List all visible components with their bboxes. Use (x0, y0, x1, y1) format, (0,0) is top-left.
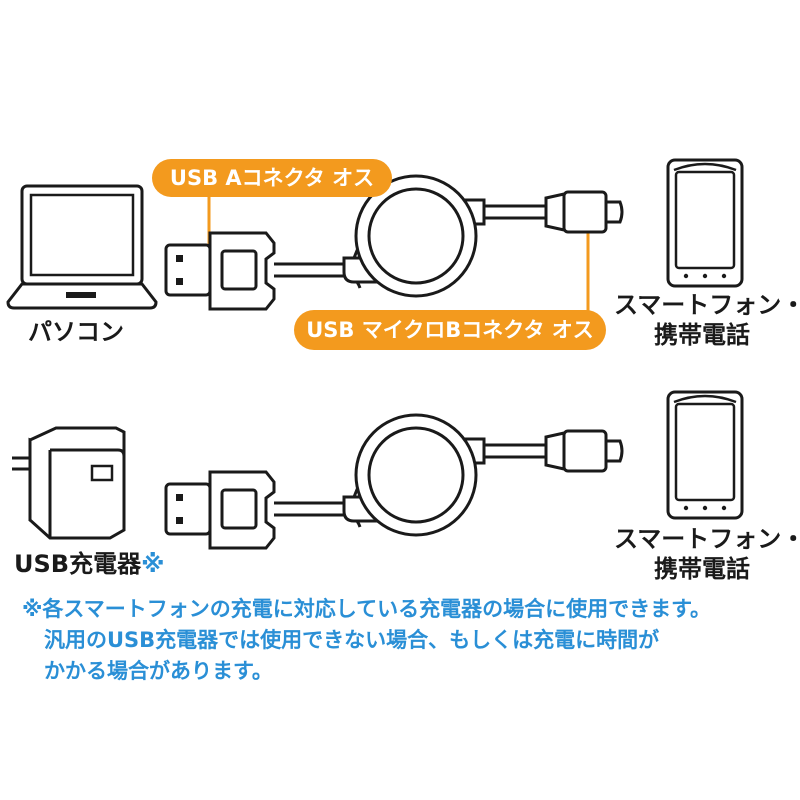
phone-label-top-line2: 携帯電話 (654, 321, 750, 349)
phone-label-bottom-line2: 携帯電話 (654, 555, 750, 583)
usb-reel-cable-bottom (164, 413, 624, 550)
laptop-icon (6, 184, 158, 310)
smartphone-icon-bottom (666, 390, 744, 520)
footnote: ※各スマートフォンの充電に対応している充電器の場合に使用できます。 汎用のUSB… (22, 594, 792, 687)
usb-charger-label: USB充電器※ (14, 544, 164, 579)
smartphone-icon-top (666, 158, 744, 288)
pc-label: パソコン (28, 318, 124, 346)
phone-label-top-line1: スマートフォン・ (614, 291, 800, 319)
usb-a-connector-callout: USB Aコネクタ オス (152, 159, 392, 197)
charger-note-mark: ※ (141, 550, 165, 578)
phone-label-top: スマートフォン・ 携帯電話 (614, 290, 800, 350)
usb-charger-icon (12, 426, 126, 540)
footnote-line3: かかる場合があります。 (44, 659, 273, 683)
usb-charger-label-text: USB充電器 (14, 550, 142, 578)
phone-label-bottom: スマートフォン・ 携帯電話 (614, 524, 800, 584)
footnote-line1: ※各スマートフォンの充電に対応している充電器の場合に使用できます。 (22, 597, 712, 621)
micro-b-connector-callout: USB マイクロBコネクタ オス (294, 310, 606, 350)
phone-label-bottom-line1: スマートフォン・ (614, 525, 800, 553)
footnote-line2: 汎用のUSB充電器では使用できない場合、もしくは充電に時間が (44, 628, 660, 652)
